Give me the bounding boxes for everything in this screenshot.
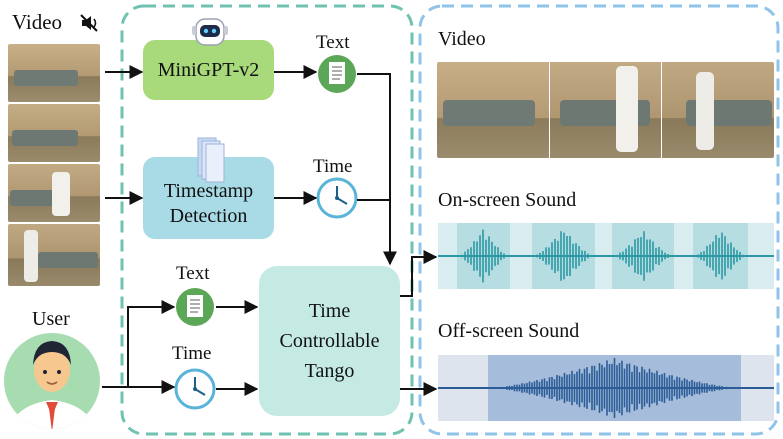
minigpt-label: MiniGPT-v2 — [157, 58, 260, 81]
output-video-strip — [437, 62, 774, 158]
document-icon — [176, 288, 214, 326]
left-dashed-frame — [120, 4, 414, 436]
timestamp-box — [143, 157, 274, 239]
minigpt-box — [143, 40, 274, 100]
user-label: User — [32, 308, 70, 330]
input-video-frame — [8, 224, 100, 286]
document-icon — [318, 55, 356, 93]
clock-icon — [316, 177, 358, 219]
input-video-frame — [8, 44, 100, 102]
input-video-label: Video — [12, 10, 63, 34]
onscreen-sound-label: On-screen Sound — [438, 189, 577, 211]
mute-icon — [80, 14, 98, 32]
time-label: Time — [313, 156, 353, 177]
input-video-frame — [8, 104, 100, 162]
text-label: Text — [316, 32, 350, 53]
timestamp-stack-icon — [197, 137, 225, 183]
robot-icon — [192, 18, 228, 46]
input-video-frame — [8, 164, 100, 222]
clock-icon — [174, 368, 216, 410]
tango-label: Time Controllable Tango — [279, 300, 380, 382]
timestamp-detection-label: Timestamp Detection — [163, 179, 254, 227]
user-avatar-icon — [4, 333, 100, 429]
onscreen-waveform — [461, 229, 744, 283]
offscreen-sound-label: Off-screen Sound — [438, 320, 580, 342]
offscreen-waveform — [493, 358, 736, 418]
time-label: Time — [172, 343, 212, 364]
output-video-label: Video — [438, 28, 486, 50]
right-dashed-frame — [418, 4, 780, 436]
tango-box — [259, 266, 400, 416]
text-label: Text — [176, 263, 210, 284]
